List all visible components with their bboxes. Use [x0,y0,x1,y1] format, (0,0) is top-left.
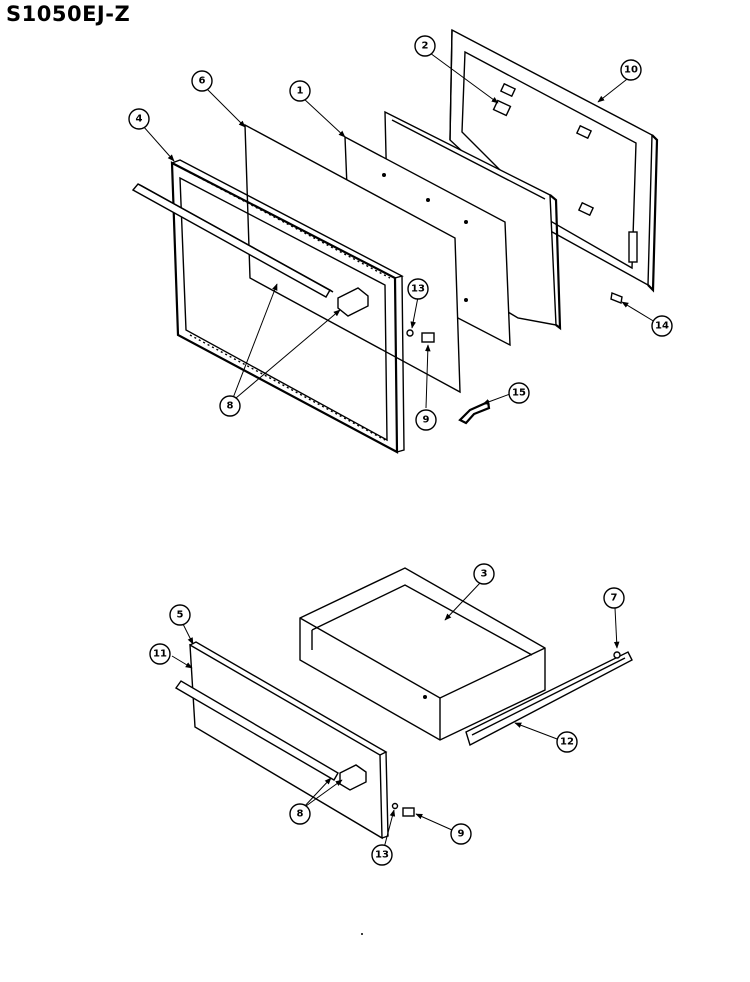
svg-text:4: 4 [136,114,143,125]
svg-text:9: 9 [423,415,430,426]
inner-door-liner [449,28,659,293]
callout-8-drawer: 8 [289,803,311,825]
svg-text:13: 13 [411,284,425,295]
leader-lines [142,52,656,849]
svg-text:8: 8 [227,401,234,412]
callout-2: 2 [414,35,436,57]
door-handle [131,183,369,317]
drawer-body [299,567,546,741]
svg-text:13: 13 [375,850,389,861]
diagram-title: S1050EJ-Z [6,2,131,26]
callout-8-door: 8 [219,395,241,417]
callout-11: 11 [149,643,171,665]
drawer-small-parts [391,802,415,817]
svg-text:8: 8 [297,809,304,820]
stray-mark [361,933,363,935]
callout-7: 7 [603,587,625,609]
callout-5: 5 [169,604,191,626]
callout-6: 6 [191,70,213,92]
callout-9-door: 9 [415,409,437,431]
svg-text:5: 5 [177,610,184,621]
svg-text:6: 6 [199,76,206,87]
svg-text:15: 15 [512,388,526,399]
svg-text:14: 14 [655,321,669,332]
svg-text:2: 2 [422,41,429,52]
svg-text:7: 7 [611,593,618,604]
callout-13-door: 13 [407,278,429,300]
door-frame [170,159,405,454]
outer-door-glass [244,123,461,394]
svg-text:1: 1 [297,86,304,97]
drawer-front-panel [174,641,389,840]
svg-text:10: 10 [624,65,638,76]
callout-10: 10 [620,59,642,81]
callout-15: 15 [508,382,530,404]
callout-14: 14 [651,315,673,337]
callout-13-drawer: 13 [371,844,393,866]
callout-1: 1 [289,80,311,102]
callout-4: 4 [128,108,150,130]
callout-9-drawer: 9 [450,823,472,845]
door-small-parts [406,292,623,425]
callout-12: 12 [556,731,578,753]
callout-3: 3 [473,563,495,585]
svg-text:11: 11 [153,649,167,660]
svg-text:9: 9 [458,829,465,840]
drawer-slide [465,651,633,747]
svg-text:12: 12 [560,737,574,748]
svg-text:3: 3 [481,569,488,580]
